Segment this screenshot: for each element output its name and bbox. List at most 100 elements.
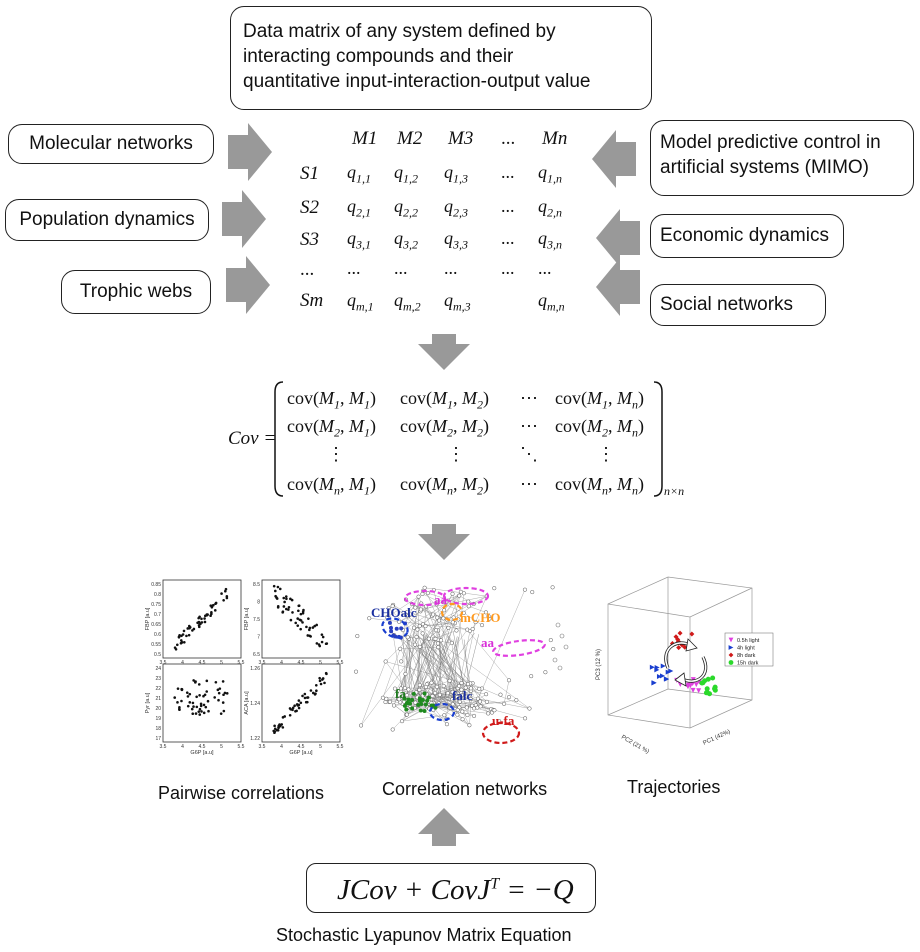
scatter-point	[217, 691, 221, 695]
network-edge	[458, 619, 471, 684]
network-node	[434, 684, 439, 689]
network-node	[454, 628, 459, 633]
network-node	[429, 680, 434, 685]
matrix-cell: ...	[347, 258, 361, 278]
scatter-point	[191, 701, 195, 705]
scatter-point	[311, 626, 315, 629]
scatter-point	[291, 708, 294, 712]
network-node	[422, 708, 427, 713]
scatter-point	[296, 624, 300, 627]
network-edge	[486, 701, 505, 705]
social-networks-box: Social networks	[650, 284, 826, 326]
trajectory-marker	[656, 673, 662, 679]
scatter-point	[321, 635, 325, 639]
cov-cell: ⋮	[447, 444, 465, 464]
network-node	[445, 691, 450, 696]
network-edge	[503, 680, 510, 704]
scatter-point	[281, 611, 284, 614]
network-edge	[463, 639, 471, 696]
network-edge	[360, 661, 386, 726]
scatter-point	[225, 595, 229, 598]
scatter-xtick: 4.5	[199, 660, 206, 666]
arrow-molecular-to-matrix	[228, 123, 272, 181]
network-node	[431, 612, 436, 617]
scatter-point	[176, 643, 179, 647]
scatter-point	[200, 710, 203, 713]
network-node	[419, 701, 424, 706]
network-node	[422, 691, 427, 696]
molecular-networks-label: Molecular networks	[29, 133, 193, 155]
network-edge	[436, 686, 462, 694]
network-node	[444, 722, 449, 727]
arrow-social-to-matrix	[596, 258, 640, 316]
network-node	[404, 701, 409, 706]
scatter-point	[187, 633, 191, 637]
network-node	[442, 713, 447, 718]
network-edge	[404, 637, 408, 689]
network-node	[441, 616, 446, 621]
network-edge	[360, 591, 462, 726]
scatter-xtick: 4	[181, 744, 184, 750]
network-node	[437, 692, 442, 697]
network-node	[479, 623, 485, 628]
scatter-point	[313, 624, 316, 628]
scatter-xtick: 4	[280, 744, 283, 750]
network-node	[367, 616, 372, 621]
network-cluster-ellipse	[403, 589, 447, 607]
scatter-xtick: 5.5	[238, 744, 245, 750]
scatter-point	[197, 683, 201, 686]
scatter-point	[321, 677, 325, 680]
scatter-point	[281, 726, 285, 729]
cov-cell: ⋮	[327, 444, 345, 464]
network-edge	[382, 648, 401, 698]
cov-size-subscript: n×n	[664, 484, 685, 498]
scatter-point	[197, 710, 201, 713]
arrow-lyapunov-to-networks	[418, 808, 470, 846]
scatter-point	[221, 701, 225, 704]
network-node	[460, 709, 465, 714]
lyapunov-equation-box: JCov + CovJT = −Q	[306, 863, 596, 913]
network-node	[522, 587, 527, 592]
scatter-point	[299, 619, 303, 622]
scatter-xtick: 4	[280, 660, 283, 666]
scatter-point	[222, 709, 226, 713]
scatter-point	[198, 713, 202, 716]
network-node	[465, 713, 470, 718]
network-node	[433, 628, 439, 633]
scatter-point	[176, 701, 179, 704]
network-node	[486, 711, 491, 716]
network-node	[355, 633, 360, 639]
label-aa-right: aa	[481, 635, 494, 650]
scatter-ytick: 22	[155, 686, 161, 692]
scatter-point	[289, 618, 293, 622]
network-node	[457, 683, 462, 689]
mpc-line-2: artificial systems (MIMO)	[660, 157, 869, 179]
network-edge	[451, 642, 458, 689]
network-node	[543, 670, 548, 675]
scatter-point	[214, 602, 217, 606]
scatter-point	[294, 709, 297, 713]
scatter-point	[272, 584, 276, 588]
scatter-ytick: 19	[155, 716, 161, 722]
scatter-point	[311, 691, 315, 695]
network-node	[459, 693, 464, 698]
scatter-point	[209, 604, 213, 607]
scatter-point	[273, 727, 277, 731]
scatter-point	[185, 634, 188, 638]
scatter-point	[307, 617, 310, 620]
data-matrix-description-box: Data matrix of any system defined by int…	[230, 6, 652, 110]
scatter-point	[202, 694, 205, 698]
pairwise-scatter-plots: 0.850.80.750.70.650.60.550.53.544.555.5G…	[145, 579, 344, 756]
network-node	[399, 626, 404, 631]
network-edge	[422, 615, 433, 625]
network-node	[466, 599, 471, 604]
row-header: S1	[300, 163, 319, 184]
network-cluster-ellipse	[492, 639, 546, 657]
scatter-point	[222, 599, 225, 602]
scatter-point	[203, 617, 206, 620]
network-node	[433, 690, 438, 696]
network-node	[397, 697, 402, 702]
trajectory-marker	[664, 676, 670, 682]
scatter-point	[197, 625, 201, 629]
